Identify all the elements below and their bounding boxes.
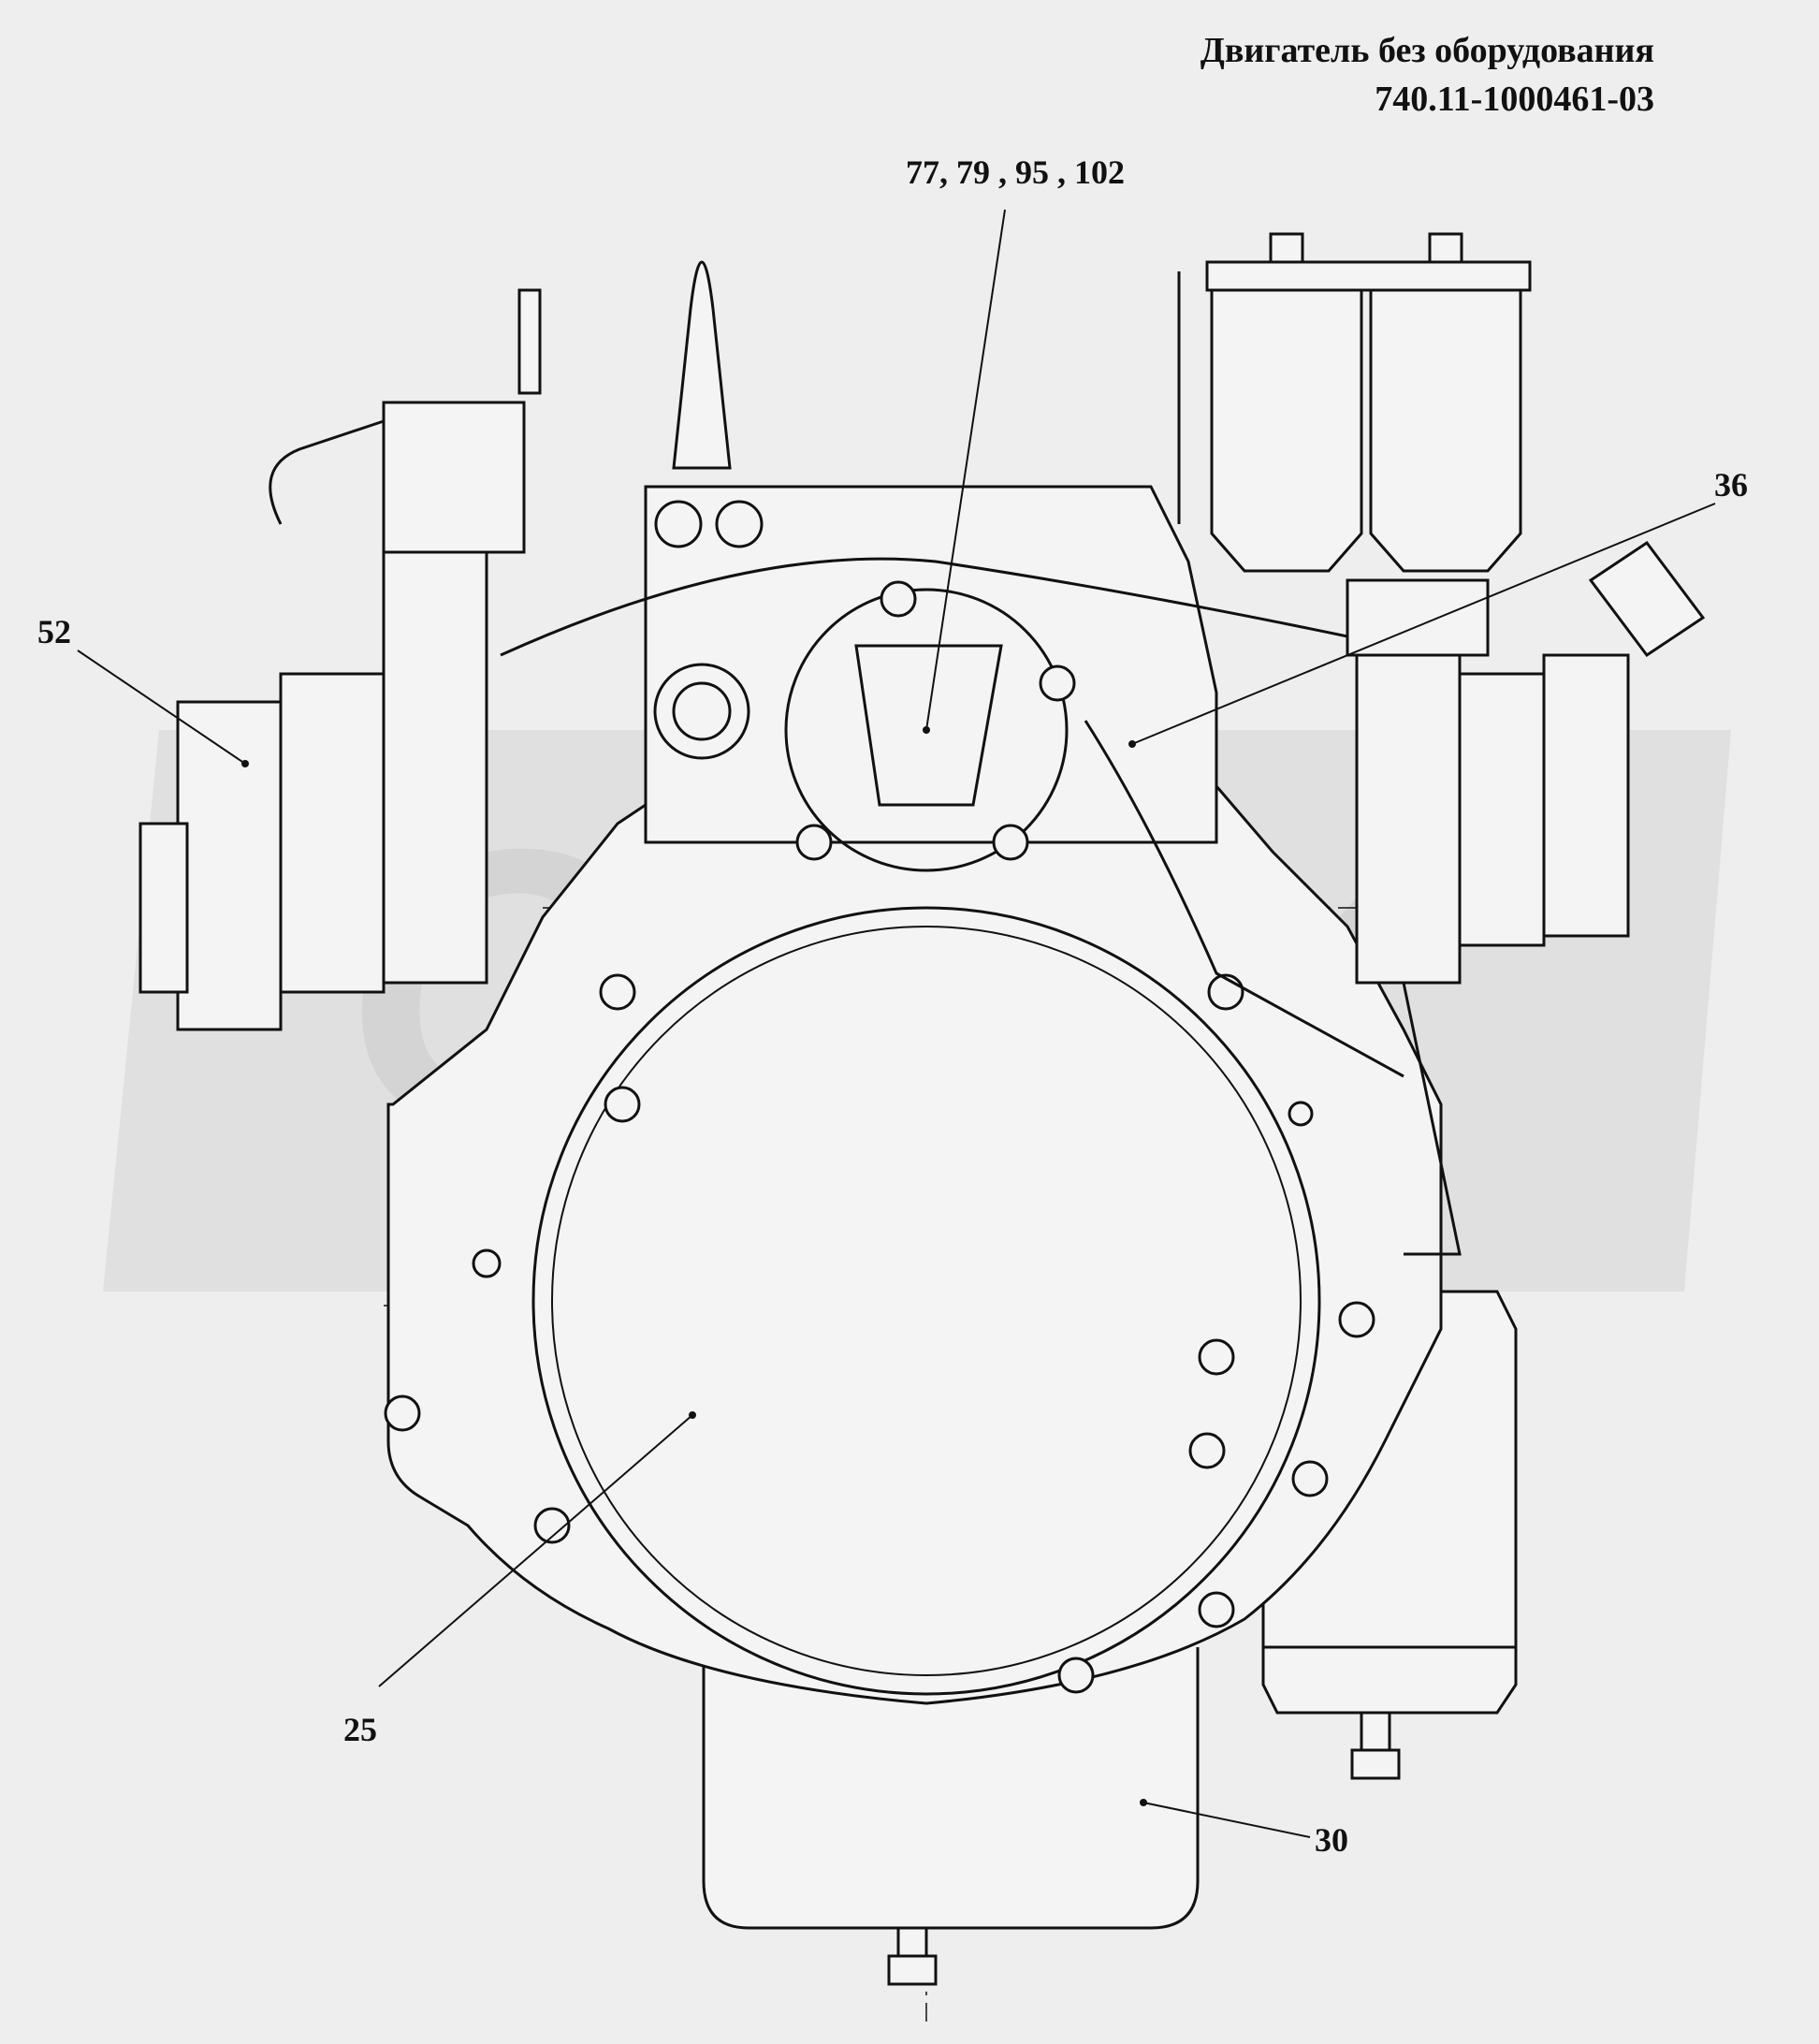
left-turbo-housing — [176, 700, 283, 1031]
callout-52: 52 — [37, 613, 71, 650]
right-box-nut — [1350, 1748, 1401, 1780]
leader-52 — [77, 650, 246, 765]
leader-dot-52 — [241, 760, 249, 767]
sump-drain-plug — [896, 1926, 928, 1958]
timing-gear-plate — [854, 644, 1003, 807]
bolt — [1198, 1338, 1235, 1376]
callout-25: 25 — [343, 1711, 377, 1748]
right-turbo-body — [1355, 653, 1462, 985]
left-manifold — [382, 401, 526, 554]
leader-dot-77 — [923, 726, 930, 734]
left-turbo-body — [279, 672, 386, 994]
left-injector — [517, 288, 542, 395]
dipstick-guide — [672, 260, 732, 470]
bolt — [384, 1394, 421, 1432]
leader-dot-25 — [689, 1411, 696, 1419]
cover-bolt — [795, 824, 833, 861]
cover-bolt — [880, 580, 917, 618]
filter-bolt-right — [1428, 232, 1463, 264]
bolt — [1207, 973, 1244, 1011]
bolt — [599, 973, 636, 1011]
housing-bolts — [384, 973, 1375, 1694]
fuel-filter-left — [1210, 288, 1363, 573]
callout-36: 36 — [1714, 466, 1748, 504]
bolt — [1188, 1432, 1226, 1469]
leader-25 — [378, 1414, 693, 1687]
right-box-bolt — [1360, 1711, 1391, 1752]
left-exhaust — [269, 419, 385, 525]
right-turbo-flange — [1542, 653, 1630, 938]
sump-drain-bolt — [887, 1954, 938, 1986]
crossover-pipe — [500, 557, 1348, 657]
title-line-1: Двигатель без оборудования — [1200, 31, 1654, 70]
timing-gear-cover — [784, 588, 1069, 872]
oil-sump — [702, 1647, 1200, 1930]
right-exhaust-elbow — [1588, 540, 1706, 658]
cover-bolt — [715, 500, 764, 548]
leader-dot-30 — [1140, 1799, 1147, 1806]
right-pipe — [1402, 982, 1462, 1256]
cover-bolt — [1039, 664, 1076, 702]
pump-shaft-outer — [653, 663, 750, 760]
fuel-filters — [1177, 232, 1532, 573]
callout-77-79-95-102: 77, 79 , 95 , 102 — [906, 153, 1125, 191]
flywheel-inner — [551, 926, 1302, 1676]
bolt — [472, 1248, 502, 1278]
pump-shaft-inner — [672, 681, 732, 741]
title-line-2: 740.11-1000461-03 — [1375, 80, 1654, 119]
leader-30 — [1142, 1802, 1311, 1838]
filter-bolt-left — [1269, 232, 1304, 264]
leader-36 — [1131, 503, 1716, 745]
drawing-title: Двигатель без оборудования 740.11-100046… — [1201, 26, 1654, 124]
left-turbocharger — [138, 288, 542, 1031]
left-turbo-flange — [138, 822, 189, 994]
bolt — [1288, 1101, 1314, 1127]
callout-30: 30 — [1315, 1821, 1348, 1859]
right-turbo-housing — [1458, 672, 1546, 947]
bolt — [1338, 1301, 1375, 1338]
left-intake-pipe — [382, 550, 488, 985]
filter-bracket — [1205, 260, 1532, 292]
bolt — [1198, 1591, 1235, 1628]
bolt — [604, 1086, 641, 1123]
right-turbocharger — [1346, 540, 1706, 985]
bolt — [1057, 1657, 1095, 1694]
flywheel-outer — [531, 906, 1321, 1696]
flywheel-housing — [386, 709, 1443, 1705]
coolant-pipe — [1084, 720, 1404, 1078]
leader-77 — [925, 209, 1006, 731]
bolt — [533, 1507, 571, 1544]
fuel-filter-right — [1369, 288, 1522, 573]
cover-bolt — [654, 500, 703, 548]
leader-dot-36 — [1128, 740, 1136, 748]
bolt — [1291, 1460, 1329, 1497]
cover-bolt — [992, 824, 1029, 861]
right-manifold — [1346, 578, 1490, 657]
